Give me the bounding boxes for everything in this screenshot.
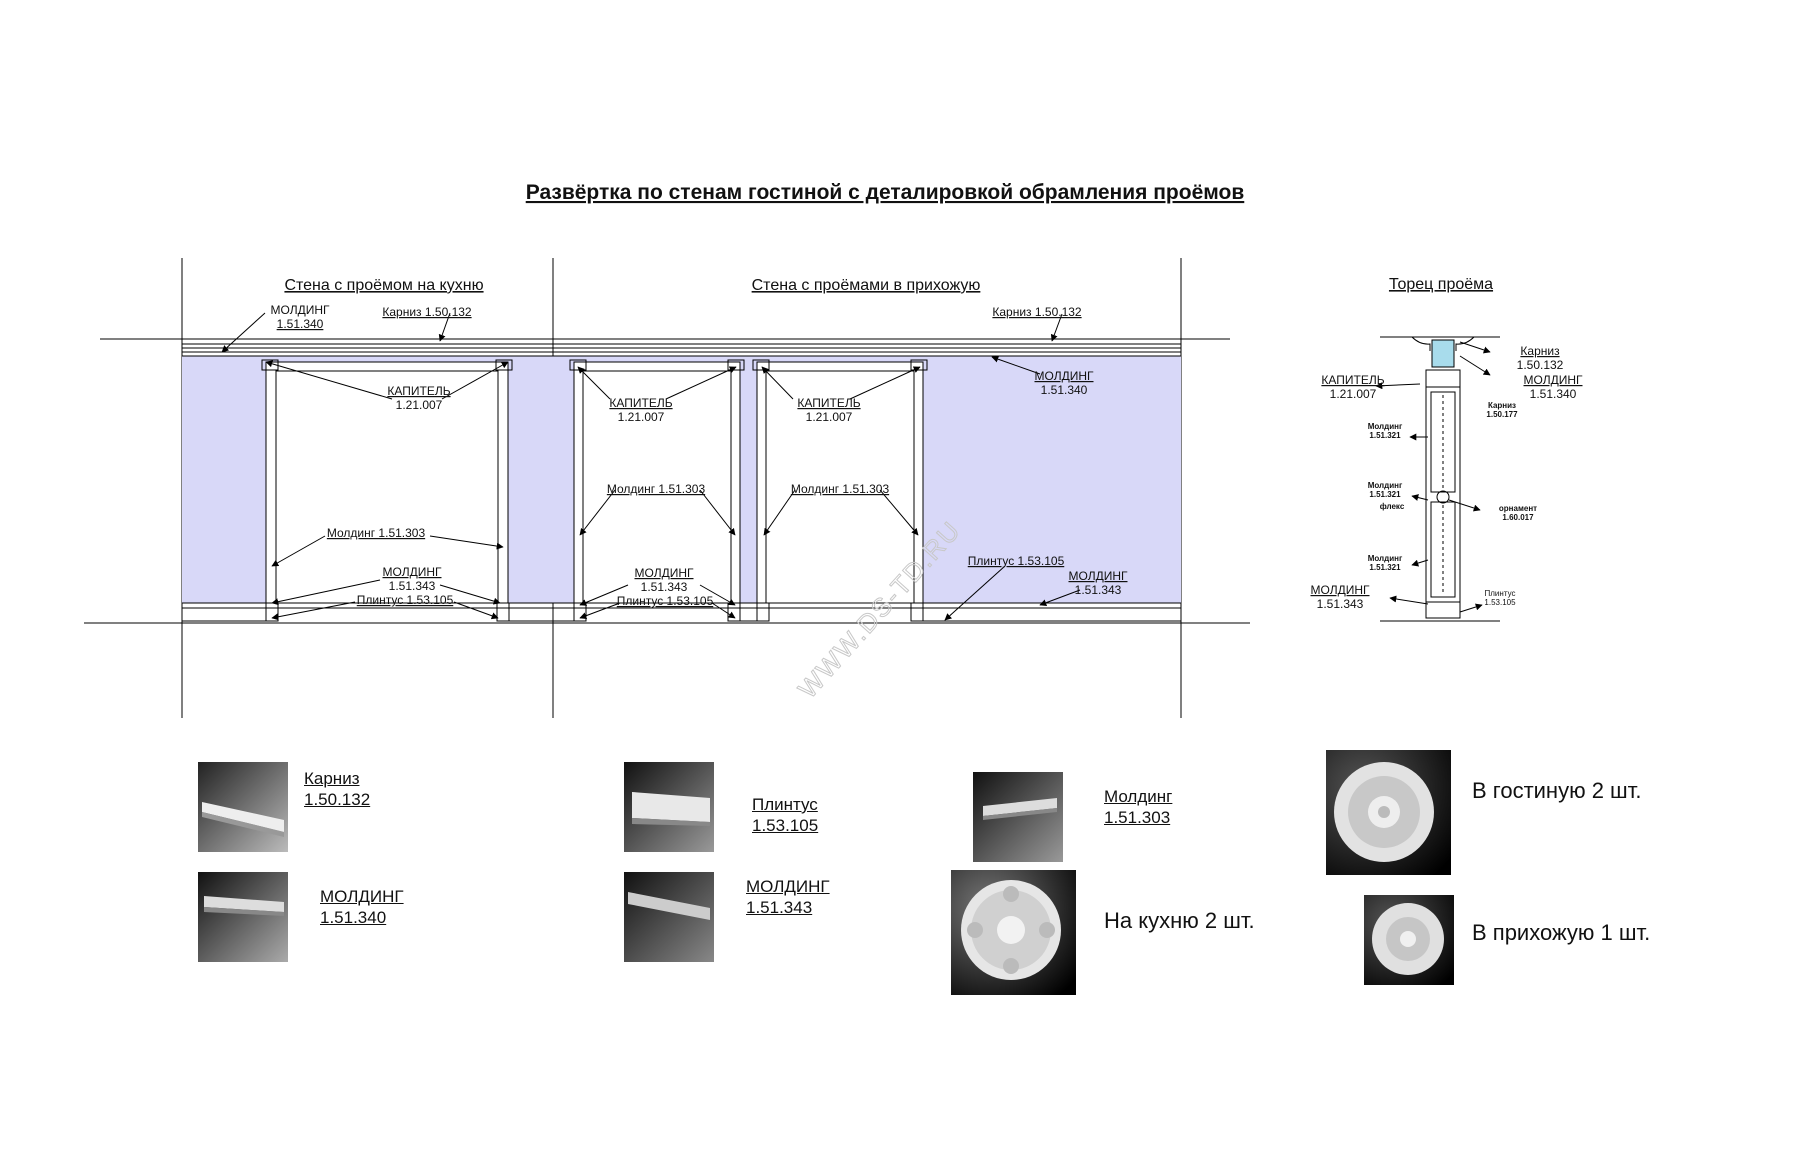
- section-molding-bottom-label: МОЛДИНГ: [1311, 583, 1370, 597]
- wall1-molding-bottom-code: 1.51.343: [389, 579, 436, 593]
- door1-capital-code: 1.21.007: [618, 410, 665, 424]
- section-capital-label: КАПИТЕЛЬ: [1321, 373, 1384, 387]
- door1-capital-label: КАПИТЕЛЬ: [609, 396, 672, 410]
- rosette-kitchen-label: На кухню 2 шт.: [1104, 908, 1255, 933]
- section-ornament-code: 1.60.017: [1502, 513, 1534, 522]
- wall2-molding-bottom-code: 1.51.343: [1075, 583, 1122, 597]
- molding-340-product-image: [198, 872, 288, 962]
- molding-343-product-label: МОЛДИНГ 1.51.343: [746, 877, 830, 917]
- section-cornice2-label: Карниз: [1488, 401, 1516, 410]
- door1-molding-bottom-label: МОЛДИНГ: [635, 566, 694, 580]
- section-drawing: Торец проёма Карниз: [1311, 276, 1583, 622]
- cornice-product-image: [198, 762, 288, 852]
- section-plinth-label: Плинтус: [1485, 589, 1516, 598]
- molding-343-product-image: [624, 872, 714, 962]
- section-flex-label: флекс: [1380, 502, 1405, 511]
- door1-plinth-label: Плинтус 1.53.105: [617, 594, 714, 608]
- wall1-heading: Стена с проёмом на кухню: [284, 277, 483, 294]
- section-cornice2-code: 1.50.177: [1486, 410, 1518, 419]
- wall1-molding-bottom-label: МОЛДИНГ: [383, 565, 442, 579]
- wall1-molding-side-label: Молдинг 1.51.303: [327, 526, 426, 540]
- wall1-labels: Стена с проёмом на кухню МОЛДИНГ 1.51.34…: [271, 277, 484, 607]
- section-plinth-code: 1.53.105: [1484, 598, 1516, 607]
- molding-303-product-image: [973, 772, 1063, 862]
- cornice-and-floor: [84, 338, 1250, 624]
- section-heading: Торец проёма: [1389, 276, 1493, 293]
- leader-lines: [221, 312, 1081, 621]
- page-title: Развёртка по стенам гостиной с деталиров…: [526, 181, 1245, 204]
- wall2-molding-top-code: 1.51.340: [1041, 383, 1088, 397]
- section-molding-bottom-code: 1.51.343: [1317, 597, 1364, 611]
- wall2-plinth-label: Плинтус 1.53.105: [968, 554, 1065, 568]
- section-cornice-label: Карниз: [1520, 344, 1560, 358]
- wall1-capital-code: 1.21.007: [396, 398, 443, 412]
- section-molding-a-label: Молдинг: [1368, 422, 1403, 431]
- section-molding-a-code: 1.51.321: [1369, 431, 1401, 440]
- section-molding-b-code: 1.51.321: [1369, 490, 1401, 499]
- wall-surface: [182, 356, 1181, 604]
- door1-molding-bottom-code: 1.51.343: [641, 580, 688, 594]
- wall1-molding-top-label: МОЛДИНГ: [271, 303, 330, 317]
- plinth-product-image: [624, 762, 714, 852]
- wall2-cornice-label: Карниз 1.50.132: [992, 305, 1082, 319]
- plinth-product-label: Плинтус 1.53.105: [752, 795, 819, 835]
- section-molding-c-code: 1.51.321: [1369, 563, 1401, 572]
- wall1-capital-label: КАПИТЕЛЬ: [387, 384, 450, 398]
- wall1-molding-top-code: 1.51.340: [277, 317, 324, 331]
- door2-capital-label: КАПИТЕЛЬ: [797, 396, 860, 410]
- molding-340-product-label: МОЛДИНГ 1.51.340: [320, 887, 404, 927]
- cornice-product-label: Карниз 1.50.132: [304, 769, 371, 809]
- wall2-molding-top-label: МОЛДИНГ: [1035, 369, 1094, 383]
- rosette-kitchen-image: [951, 870, 1076, 995]
- rosette-hall-label: В прихожую 1 шт.: [1472, 920, 1651, 945]
- door2-capital-code: 1.21.007: [806, 410, 853, 424]
- section-molding-top-code: 1.51.340: [1530, 387, 1577, 401]
- wall2-labels: Стена с проёмами в прихожую Карниз 1.50.…: [607, 277, 1128, 608]
- wall2-heading: Стена с проёмами в прихожую: [752, 277, 981, 294]
- molding-303-product-label: Молдинг 1.51.303: [1104, 787, 1173, 827]
- section-molding-top-label: МОЛДИНГ: [1524, 373, 1583, 387]
- door1-molding-side-label: Молдинг 1.51.303: [607, 482, 706, 496]
- door2-molding-side-label: Молдинг 1.51.303: [791, 482, 890, 496]
- section-ornament-label: орнамент: [1499, 504, 1537, 513]
- wall2-molding-bottom-label: МОЛДИНГ: [1069, 569, 1128, 583]
- rosette-hall-image: [1364, 895, 1454, 985]
- rosette-living-label: В гостиную 2 шт.: [1472, 778, 1642, 803]
- rosette-living-image: [1326, 750, 1451, 875]
- section-molding-b-label: Молдинг: [1368, 481, 1403, 490]
- wall1-cornice-label: Карниз 1.50.132: [382, 305, 472, 319]
- section-molding-c-label: Молдинг: [1368, 554, 1403, 563]
- wall1-plinth-label: Плинтус 1.53.105: [357, 593, 454, 607]
- section-capital-code: 1.21.007: [1330, 387, 1377, 401]
- section-cornice-code: 1.50.132: [1517, 358, 1564, 372]
